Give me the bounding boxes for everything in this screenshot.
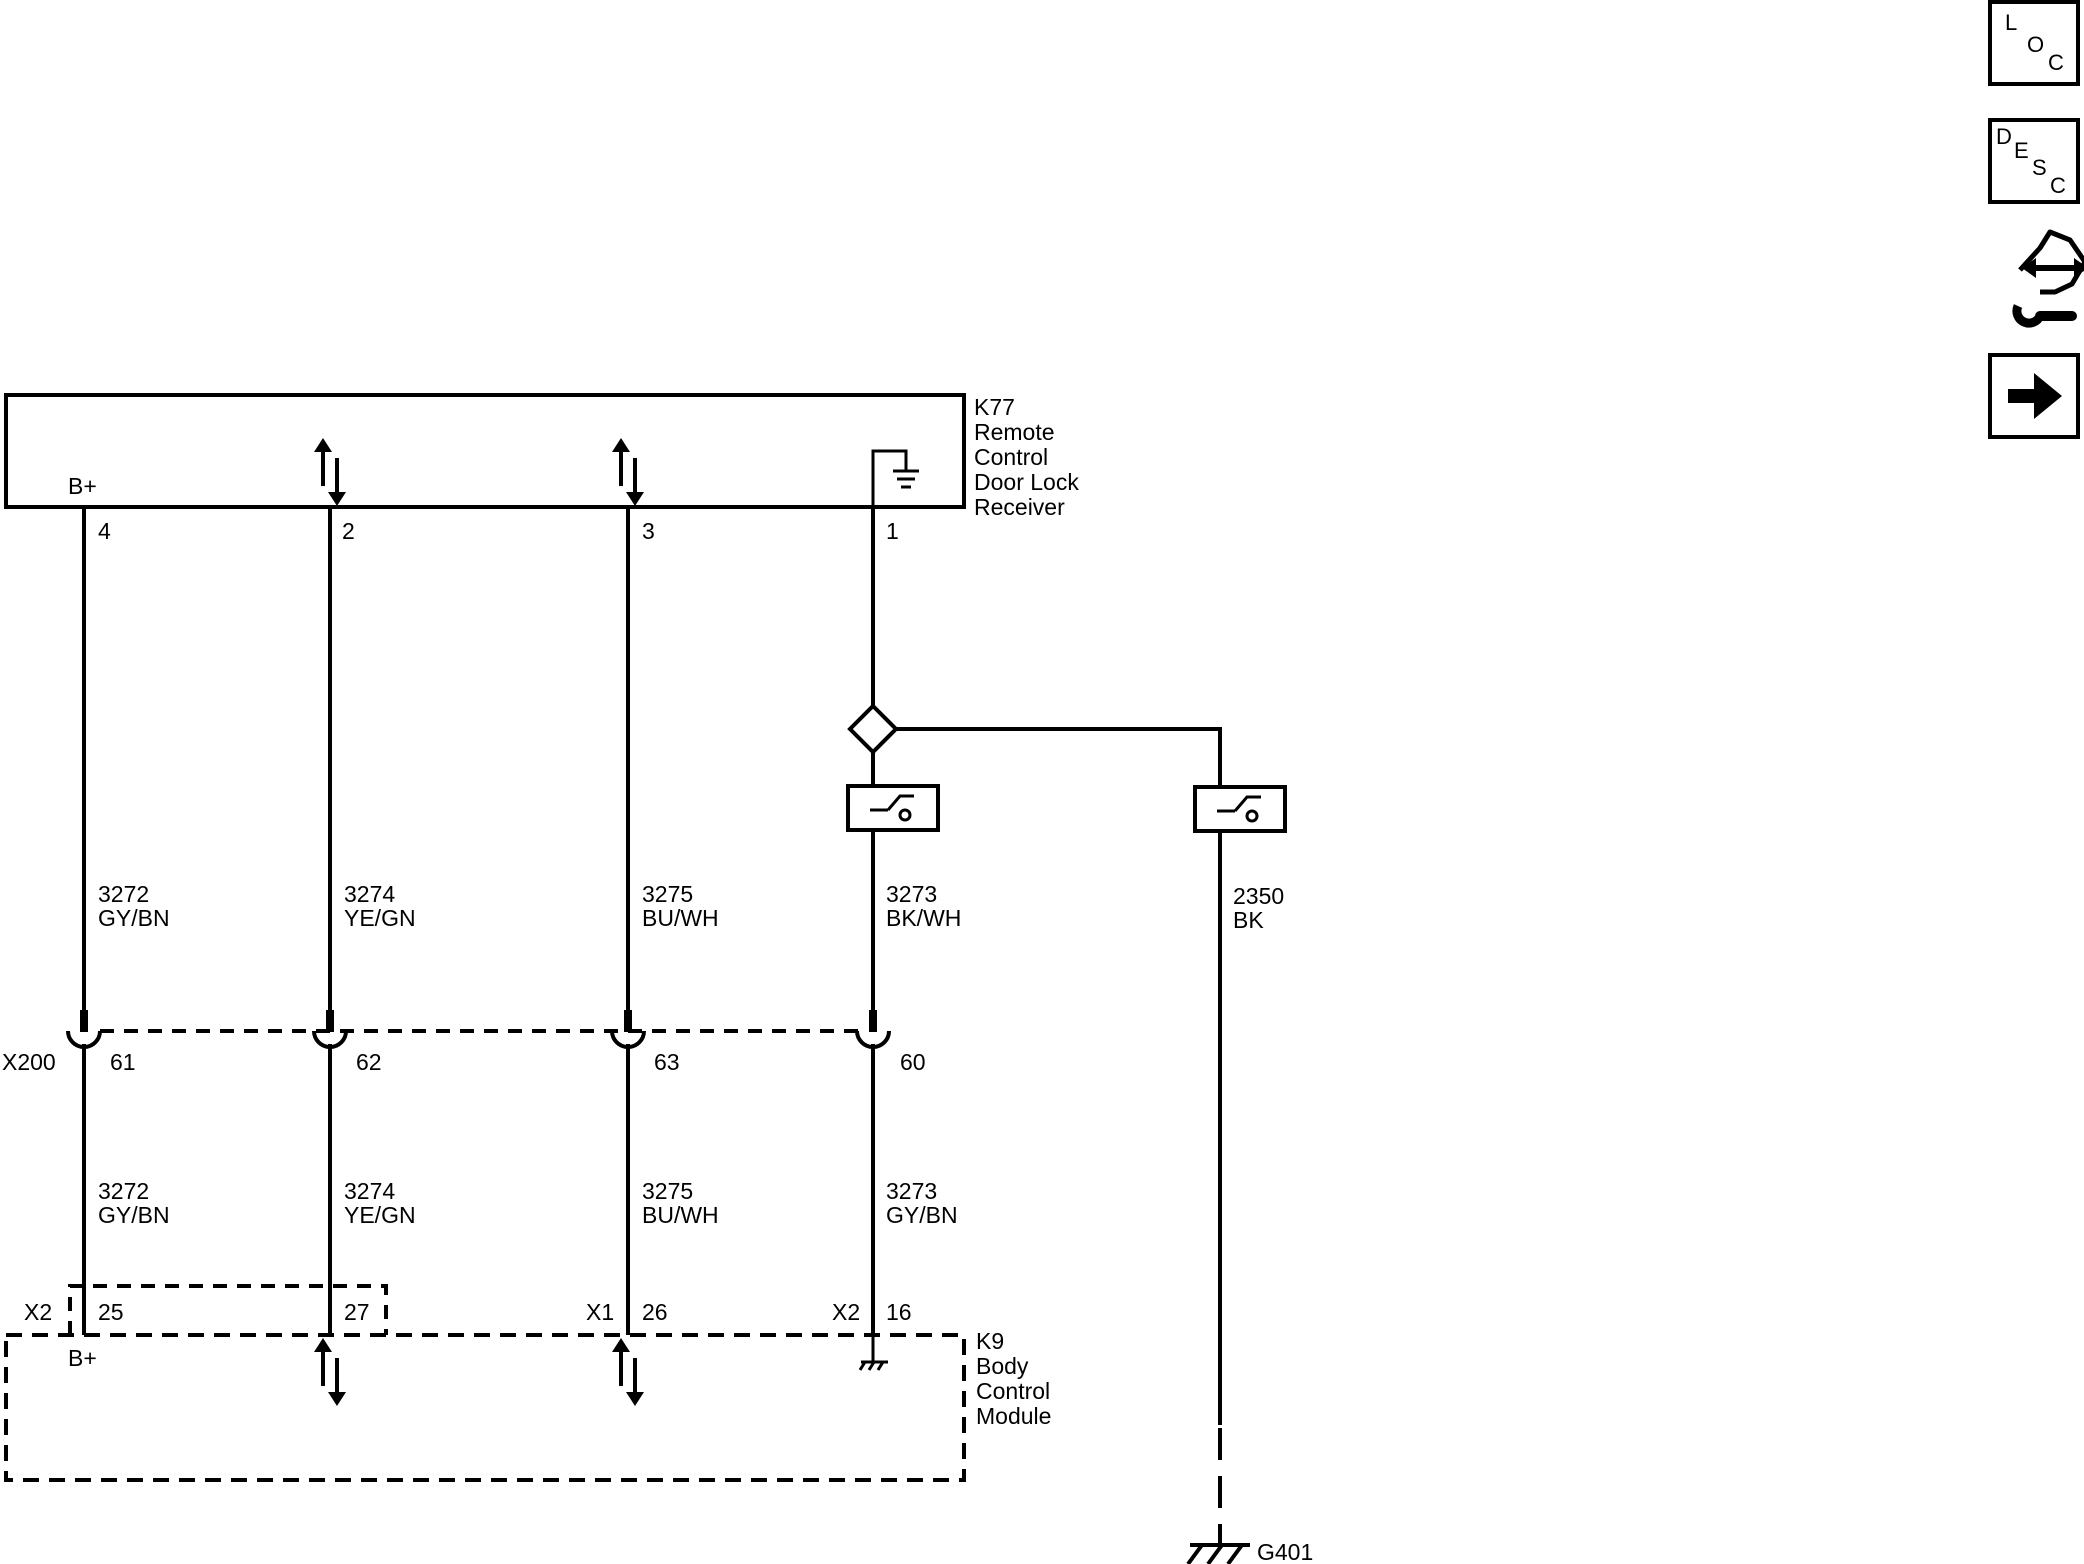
- k9-pin-26: 26: [642, 1299, 668, 1325]
- x200-terminal-60: [855, 1030, 891, 1049]
- lower-wire-2-color: YE/GN: [344, 1202, 416, 1228]
- k9-name-line-3: Module: [976, 1403, 1051, 1429]
- desc-letter-d: D: [1996, 124, 2012, 149]
- k9-pin-27: 27: [344, 1299, 370, 1325]
- lower-wire-1-color: GY/BN: [98, 1202, 170, 1228]
- upper-wire-2-color: YE/GN: [344, 905, 416, 931]
- loc-letter-o: O: [2027, 32, 2044, 57]
- k77-name-line-1: Remote: [974, 419, 1055, 445]
- loc-letter-l: L: [2005, 10, 2017, 35]
- desc-letter-c: C: [2050, 173, 2066, 198]
- k77-name-line-3: Door Lock: [974, 469, 1079, 495]
- k77-name-line-4: Receiver: [974, 494, 1065, 520]
- k77-module-box: [4, 393, 966, 509]
- k9-pin-16: 16: [886, 1299, 912, 1325]
- lower-wire-3-circuit: 3275: [642, 1178, 693, 1204]
- upper-wire-1-color: GY/BN: [98, 905, 170, 931]
- k9-bidirectional-arrows-icon-2: [610, 1336, 646, 1408]
- k9-connector-x2-a: X2: [24, 1299, 52, 1325]
- next-arrow-icon: [2008, 373, 2062, 419]
- desc-letter-e: E: [2014, 138, 2029, 163]
- x200-label: X200: [2, 1049, 56, 1075]
- wire-splice-branch: [896, 727, 1222, 788]
- k9-connector-x1: X1: [586, 1299, 614, 1325]
- x200-pin-60: 60: [900, 1049, 926, 1075]
- upper-wire-4-color: BK/WH: [886, 905, 961, 931]
- upper-wire-4-circuit: 3273: [886, 881, 937, 907]
- upper-wire-3-circuit: 3275: [642, 881, 693, 907]
- inline-connector-3273: [846, 784, 940, 832]
- k9-bidirectional-arrows-icon-1: [312, 1336, 348, 1408]
- splice-diamond: [847, 703, 899, 755]
- desc-letter-s: S: [2032, 155, 2047, 180]
- loc-button[interactable]: L O C: [1988, 0, 2080, 86]
- k77-label: K77: [974, 394, 1015, 420]
- upper-wire-1-circuit: 3272: [98, 881, 149, 907]
- x200-terminal-61: [66, 1030, 102, 1049]
- k77-bidirectional-arrows-icon-1: [312, 436, 348, 508]
- k9-label: K9: [976, 1328, 1004, 1354]
- ground-symbol-icon: [1186, 1543, 1250, 1564]
- inline-connector-2350: [1193, 785, 1287, 833]
- k77-pin-4: 4: [98, 518, 111, 544]
- lower-wire-4-circuit: 3273: [886, 1178, 937, 1204]
- k77-name-line-2: Control: [974, 444, 1048, 470]
- g401-label: G401: [1257, 1539, 1313, 1564]
- wire-runs: [82, 507, 1222, 1425]
- k9-chassis-ground-icon: [858, 1335, 888, 1371]
- k9-connector-x2-b: X2: [832, 1299, 860, 1325]
- k9-body-control-module: K9 Body Control Module B+ X2 25 27 X1 26…: [4, 1284, 1051, 1482]
- x200-pin-61: 61: [110, 1049, 136, 1075]
- loc-letter-c: C: [2048, 50, 2064, 75]
- k9-x2-connector-bracket: [68, 1284, 388, 1335]
- x200-pin-63: 63: [654, 1049, 680, 1075]
- lower-wire-2-circuit: 3274: [344, 1178, 395, 1204]
- connector-repair-icon[interactable]: [2012, 229, 2084, 328]
- k77-bplus-label: B+: [68, 473, 97, 499]
- lower-wire-4-color: GY/BN: [886, 1202, 958, 1228]
- g401-ground: G401: [1186, 1428, 1313, 1564]
- x200-pin-62: 62: [356, 1049, 382, 1075]
- k77-pin-3: 3: [642, 518, 655, 544]
- k77-pin-2: 2: [342, 518, 355, 544]
- k9-pin-25: 25: [98, 1299, 124, 1325]
- k77-bidirectional-arrows-icon-2: [610, 436, 646, 508]
- k9-name-line-2: Control: [976, 1378, 1050, 1404]
- ground-wire-circuit: 2350: [1233, 883, 1284, 909]
- k9-name-line-1: Body: [976, 1353, 1029, 1379]
- upper-wire-2-circuit: 3274: [344, 881, 395, 907]
- upper-wire-3-color: BU/WH: [642, 905, 719, 931]
- k77-receiver-module: K77 Remote Control Door Lock Receiver B+: [4, 393, 1079, 520]
- x200-terminal-62: [312, 1030, 348, 1049]
- desc-button[interactable]: D E S C: [1988, 118, 2080, 204]
- k9-module-box: [4, 1333, 966, 1482]
- next-button[interactable]: [1988, 353, 2080, 439]
- k77-pin-1: 1: [886, 518, 899, 544]
- lower-wire-1-circuit: 3272: [98, 1178, 149, 1204]
- lower-wire-3-color: BU/WH: [642, 1202, 719, 1228]
- ground-wire-color: BK: [1233, 907, 1264, 933]
- x200-connector: X200 61 62 63 60: [2, 1010, 926, 1075]
- x200-terminal-63: [610, 1030, 646, 1049]
- k9-bplus-label: B+: [68, 1345, 97, 1371]
- k77-internal-ground-icon: [871, 449, 919, 507]
